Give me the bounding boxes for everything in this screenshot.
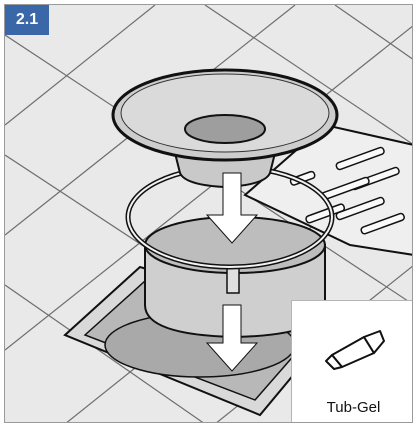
illustration-frame: 2.1 Tub-Gel — [4, 4, 413, 423]
step-number-badge: 2.1 — [5, 5, 49, 35]
material-label: Tub-Gel — [292, 399, 413, 416]
gel-tube-icon — [320, 323, 390, 373]
material-inset: Tub-Gel — [291, 300, 413, 423]
